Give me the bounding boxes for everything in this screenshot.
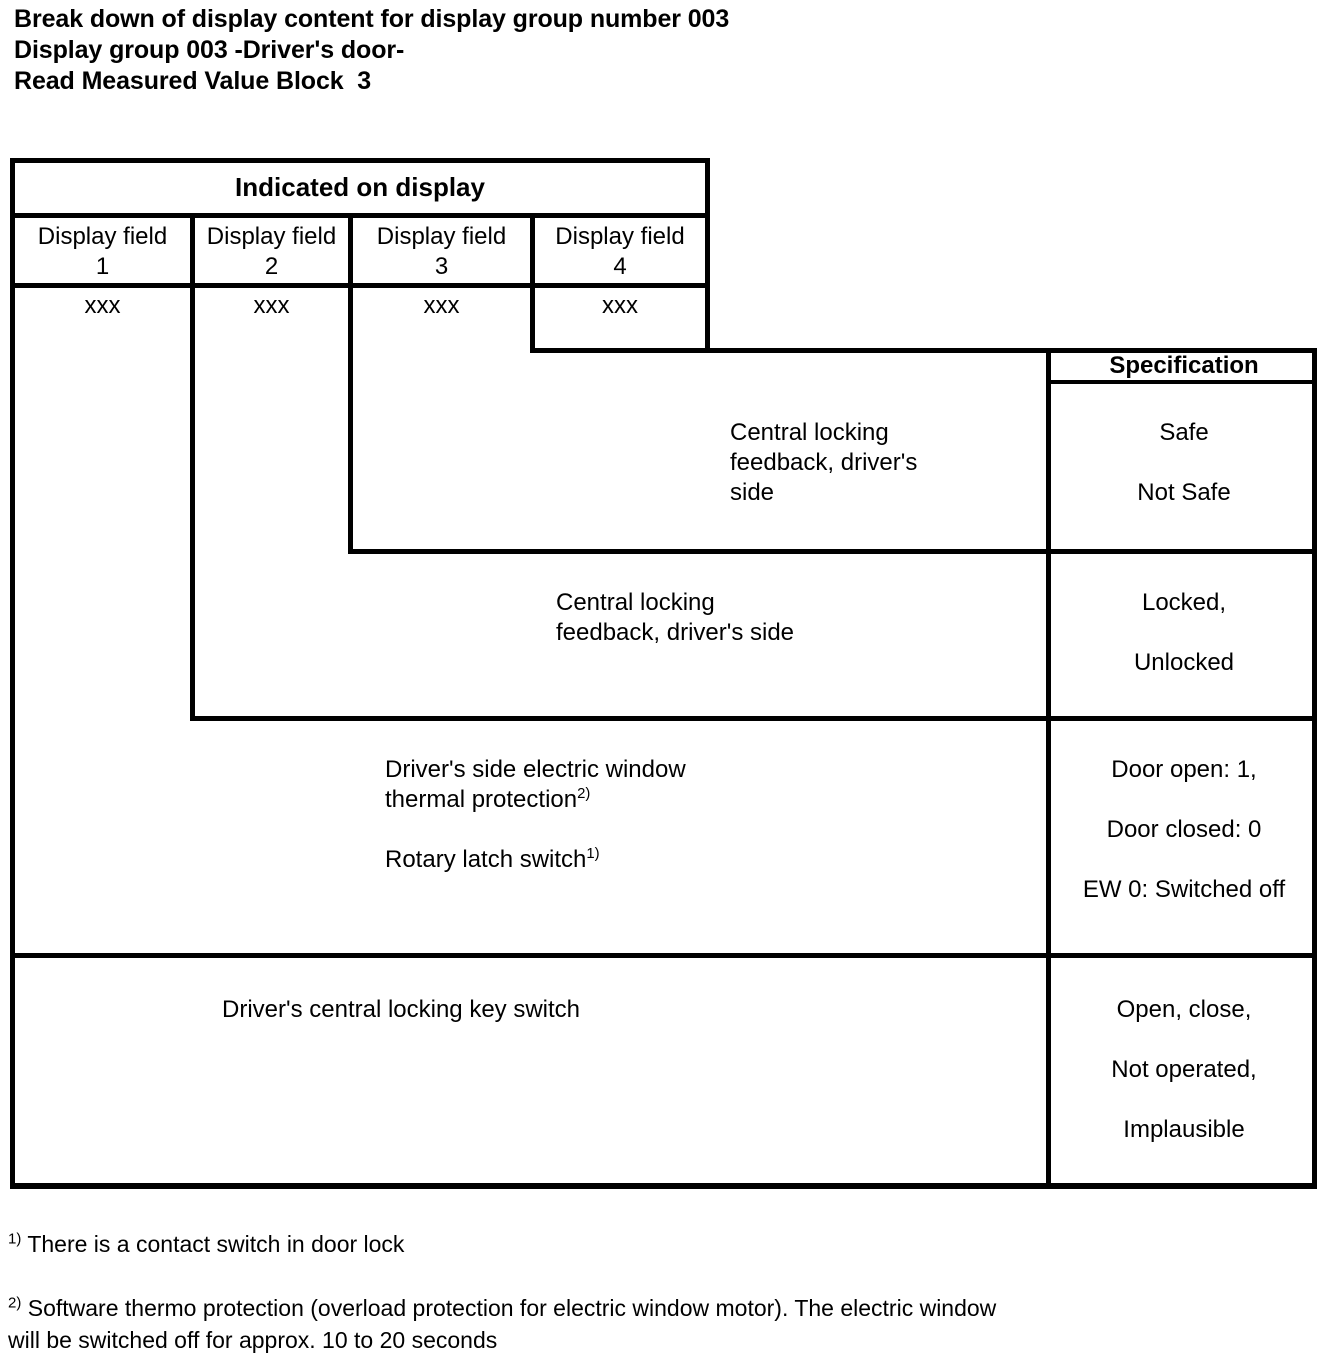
spec-column-header: Specification: [1109, 352, 1259, 379]
row-2-spec-line-2: Unlocked: [1133, 649, 1235, 676]
row-3-description-line-2: thermal protection: [385, 786, 578, 813]
heading-line-2: Display group 003 -Driver's door-: [14, 36, 405, 64]
display-field-header-1-number: 1: [95, 253, 110, 280]
row-1-spec-line-1: Safe: [1159, 419, 1209, 446]
row-2-description-line-2: feedback, driver's side: [556, 619, 795, 646]
footnote-2-marker: 2): [8, 1294, 22, 1312]
display-field-header-4-label: Display field: [555, 223, 685, 250]
row-4-description-line-1: Driver's central locking key switch: [222, 996, 581, 1023]
display-field-header-3-number: 3: [434, 253, 449, 280]
display-field-value-4: xxx: [602, 292, 638, 319]
row-3-description-line-3: Rotary latch switch: [385, 846, 587, 873]
display-field-header-4: Display field 4: [535, 222, 705, 282]
display-field-header-4-number: 4: [613, 253, 627, 280]
table-rule-under-spec-header: [1046, 380, 1317, 384]
group-header-indicated-on-display: Indicated on display: [235, 172, 485, 202]
row-1-specification: Safe Not Safe: [1051, 418, 1317, 508]
table-rule-right-edge: [1312, 350, 1317, 1189]
row-3-footnote-ref-2: 2): [577, 786, 591, 802]
row-1-description: Central locking feedback, driver's side: [730, 418, 1030, 508]
table-rule-col-1-divider: [190, 218, 195, 721]
row-4-spec-line-2: Not operated,: [1111, 1056, 1257, 1083]
row-2-description-line-1: Central locking: [556, 589, 715, 616]
footnote-1: 1) There is a contact switch in door loc…: [8, 1228, 1308, 1260]
row-4-spec-gap-1: [1051, 1025, 1317, 1055]
footnote-2-text-line-1: Software thermo protection (overload pro…: [27, 1295, 997, 1321]
row-4-spec-line-3: Implausible: [1123, 1116, 1245, 1143]
table-rule-under-group-header: [10, 213, 710, 218]
row-1-description-line-3: side: [730, 479, 775, 506]
footnote-1-marker: 1): [8, 1230, 22, 1248]
table-rule-row-1-bottom: [348, 549, 1317, 554]
table-rule-row-3-bottom: [10, 953, 1317, 958]
row-4-description: Driver's central locking key switch: [222, 995, 1012, 1025]
row-4-spec-line-1: Open, close,: [1116, 996, 1252, 1023]
heading-line-3: Read Measured Value Block 3: [14, 67, 372, 95]
footnote-2: 2) Software thermo protection (overload …: [8, 1292, 1308, 1356]
display-field-value-1: xxx: [84, 292, 121, 319]
footnote-2-text-line-2: will be switched off for approx. 10 to 2…: [8, 1327, 498, 1353]
row-3-spec-line-3: EW 0: Switched off: [1082, 876, 1286, 903]
row-4-specification: Open, close, Not operated, Implausible: [1051, 995, 1317, 1145]
table-rule-left-edge: [10, 158, 15, 1189]
row-3-spec-gap-2: [1051, 845, 1317, 875]
row-3-description: Driver's side electric window thermal pr…: [385, 755, 985, 875]
row-3-spec-line-1: Door open: 1,: [1111, 756, 1257, 783]
row-1-spec-line-2: Not Safe: [1137, 479, 1231, 506]
row-2-spec-line-1: Locked,: [1141, 589, 1227, 616]
row-3-footnote-ref-1: 1): [586, 846, 600, 862]
row-4-spec-gap-2: [1051, 1085, 1317, 1115]
row-3-specification: Door open: 1, Door closed: 0 EW 0: Switc…: [1051, 755, 1317, 905]
row-2-description: Central locking feedback, driver's side: [556, 588, 1016, 648]
table-rule-row-2-bottom: [190, 716, 1317, 721]
table-rule-spec-divider: [1046, 350, 1051, 1189]
row-2-spec-gap: [1051, 618, 1317, 648]
heading-line-1: Break down of display content for displa…: [14, 5, 730, 33]
row-3-spec-gap-1: [1051, 785, 1317, 815]
display-field-header-1-label: Display field: [37, 223, 168, 250]
table-rule-top: [10, 158, 710, 163]
display-field-header-2-number: 2: [264, 253, 279, 280]
display-field-header-3: Display field 3: [353, 222, 530, 282]
table-rule-col-3-divider: [530, 218, 535, 353]
table-rule-col-2-divider: [348, 218, 353, 554]
display-field-header-3-label: Display field: [376, 223, 507, 250]
row-2-specification: Locked, Unlocked: [1051, 588, 1317, 678]
row-1-description-line-2: feedback, driver's: [730, 449, 918, 476]
display-field-value-2: xxx: [253, 292, 290, 319]
row-3-description-line-1: Driver's side electric window: [385, 756, 686, 783]
display-field-header-1: Display field 1: [15, 222, 190, 282]
document-heading: Break down of display content for displa…: [14, 4, 1294, 97]
table-rule-under-field-headers: [10, 283, 710, 288]
row-1-description-line-1: Central locking: [730, 419, 889, 446]
table-rule-step-1: [530, 348, 1317, 353]
display-field-header-2-label: Display field: [206, 223, 337, 250]
display-field-value-3: xxx: [423, 292, 460, 319]
table-rule-display-block-right-edge: [705, 158, 710, 353]
row-1-spec-gap: [1051, 448, 1317, 478]
display-field-header-2: Display field 2: [195, 222, 348, 282]
table-rule-bottom: [10, 1183, 1317, 1189]
footnote-1-text: There is a contact switch in door lock: [27, 1231, 405, 1257]
row-3-description-gap: [385, 815, 985, 845]
row-3-spec-line-2: Door closed: 0: [1106, 816, 1262, 843]
